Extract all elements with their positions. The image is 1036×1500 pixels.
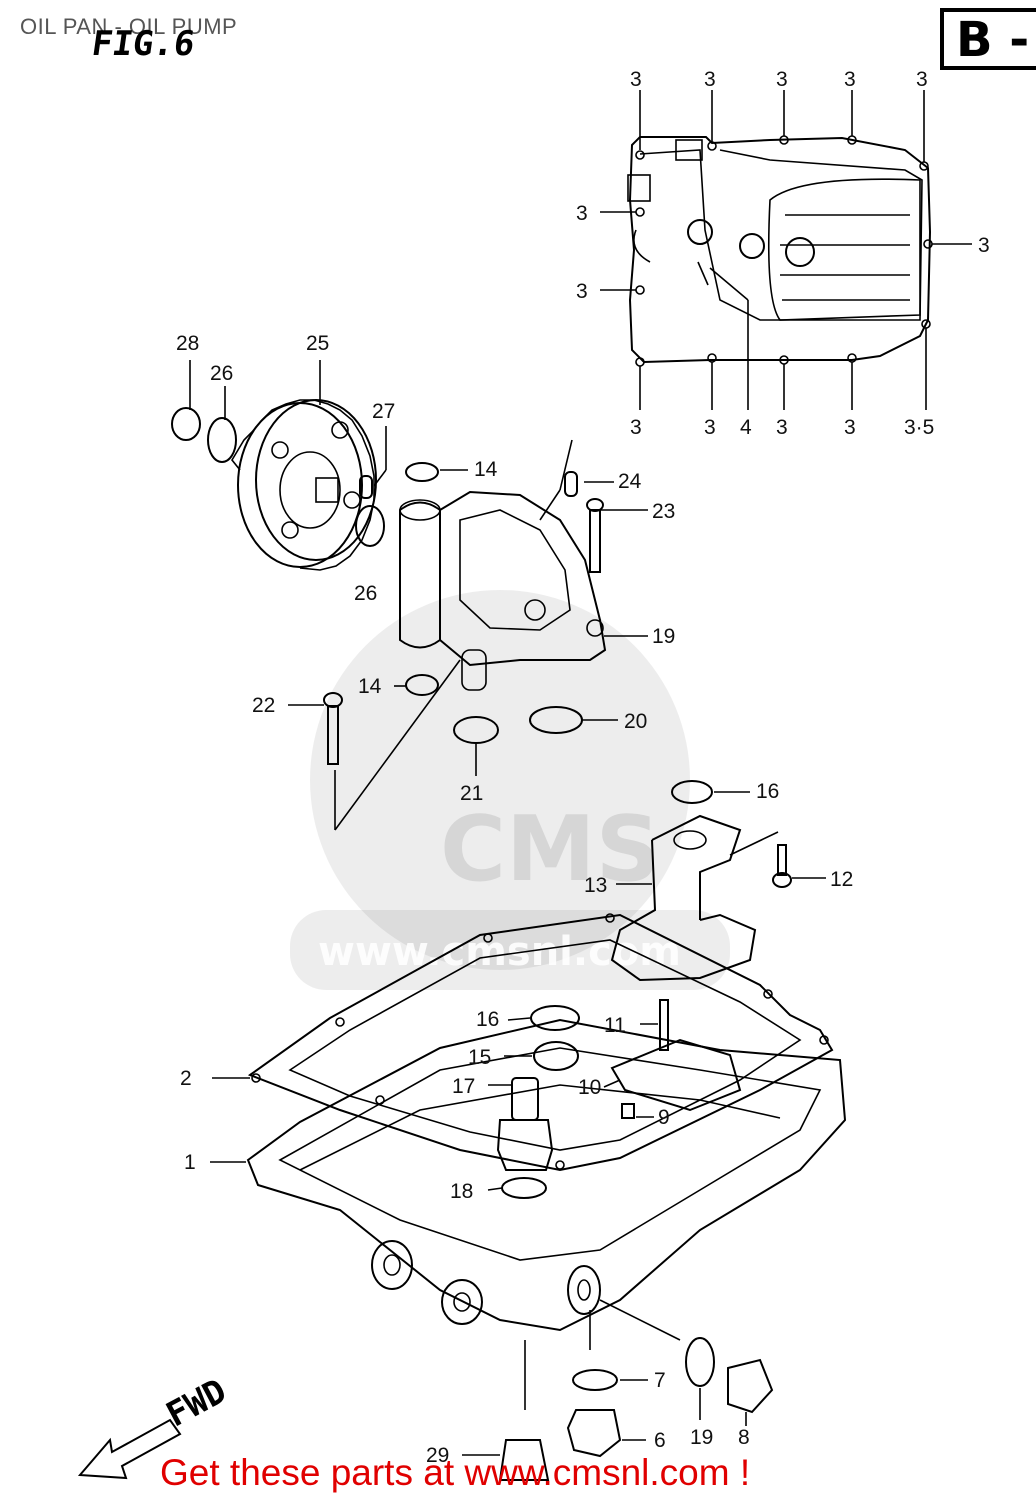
callout-3: 3	[978, 234, 990, 257]
sheet-code-box	[940, 8, 1036, 70]
callout-3: 3	[776, 68, 788, 91]
callout-17: 16	[756, 780, 779, 803]
oil-filter-cover	[530, 999, 742, 1119]
callout-3: 3	[576, 280, 588, 303]
callout-3: 3	[844, 68, 856, 91]
callout-4: 4	[740, 416, 752, 439]
drain-plug-assembly	[498, 1337, 774, 1481]
circlip-29	[171, 407, 201, 441]
o-ring-27a	[207, 417, 237, 463]
watermark-logo: CMS www.cmsnl.com	[290, 590, 730, 990]
callout-16: 15	[468, 1046, 491, 1069]
callout-1: 1	[184, 1151, 196, 1174]
callout-19: 18	[450, 1180, 473, 1203]
callout-20: 19	[652, 625, 675, 648]
callout-12: 13	[584, 874, 607, 897]
sheet-code: B -	[956, 12, 1030, 68]
oil-pan-gasket	[247, 913, 834, 1172]
bolt-23	[323, 659, 461, 831]
callout-22: 21	[460, 782, 483, 805]
callout-9: 19	[690, 1426, 713, 1449]
callout-18: 17	[452, 1075, 475, 1098]
callout-3: 3	[630, 68, 642, 91]
callout-3: 3	[844, 416, 856, 439]
get-parts-link[interactable]: Get these parts at www.cmsnl.com !	[160, 1452, 751, 1493]
oil-pump-body	[399, 439, 607, 691]
bolt-13	[729, 831, 792, 888]
o-ring-15a	[405, 462, 439, 482]
callout-2: 2	[180, 1067, 192, 1090]
page-title: OIL PAN - OIL PUMP	[20, 14, 238, 39]
callout-27: 26	[210, 362, 233, 385]
pin-28	[359, 475, 373, 499]
callout-27: 26	[354, 582, 377, 605]
callout-3: 3	[704, 68, 716, 91]
leader-lines	[189, 360, 826, 1456]
oil-strainer	[610, 780, 757, 982]
bolt-24	[586, 498, 604, 573]
callout-3: 3	[916, 68, 928, 91]
callout-24: 23	[652, 500, 675, 523]
callout-13: 12	[830, 868, 853, 891]
callout-11: 9	[658, 1106, 670, 1129]
callout-labels: 3 3 3 3 3 3 3 3 3 3 4 3 3 3·5 28 26 25 2…	[176, 68, 990, 1467]
oil-pressure-switch	[496, 1077, 554, 1199]
callout-3-5: 3·5	[904, 416, 934, 439]
callout-3: 3	[630, 416, 642, 439]
callout-7: 7	[654, 1369, 666, 1392]
callout-15: 14	[358, 675, 382, 698]
oil-pump-sprocket	[231, 399, 377, 571]
forward-arrow-icon	[77, 1418, 182, 1480]
callout-26: 25	[306, 332, 329, 355]
callout-14: 11	[604, 1014, 626, 1037]
callout-29: 28	[176, 332, 199, 355]
pin-25	[564, 471, 578, 497]
callout-3: 3	[576, 202, 588, 225]
callout-30: 29	[426, 1444, 449, 1467]
callout-15: 14	[474, 458, 498, 481]
oil-pan-inset	[600, 90, 972, 410]
watermark-brand: CMS	[440, 797, 660, 902]
watermark-url: www.cmsnl.com	[318, 929, 681, 975]
o-ring-22	[453, 716, 499, 744]
callout-23: 22	[252, 694, 275, 717]
o-ring-15b	[405, 674, 439, 696]
o-ring-27b	[355, 505, 385, 547]
callout-6: 6	[654, 1429, 666, 1452]
oil-pan-body	[246, 1018, 847, 1410]
callout-17: 16	[476, 1008, 499, 1031]
callout-10: 10	[578, 1076, 601, 1099]
callout-3: 3	[776, 416, 788, 439]
callout-3: 3	[704, 416, 716, 439]
callout-8: 8	[738, 1426, 750, 1449]
callout-25: 24	[618, 470, 642, 493]
callout-28: 27	[372, 400, 395, 423]
callout-21: 20	[624, 710, 647, 733]
